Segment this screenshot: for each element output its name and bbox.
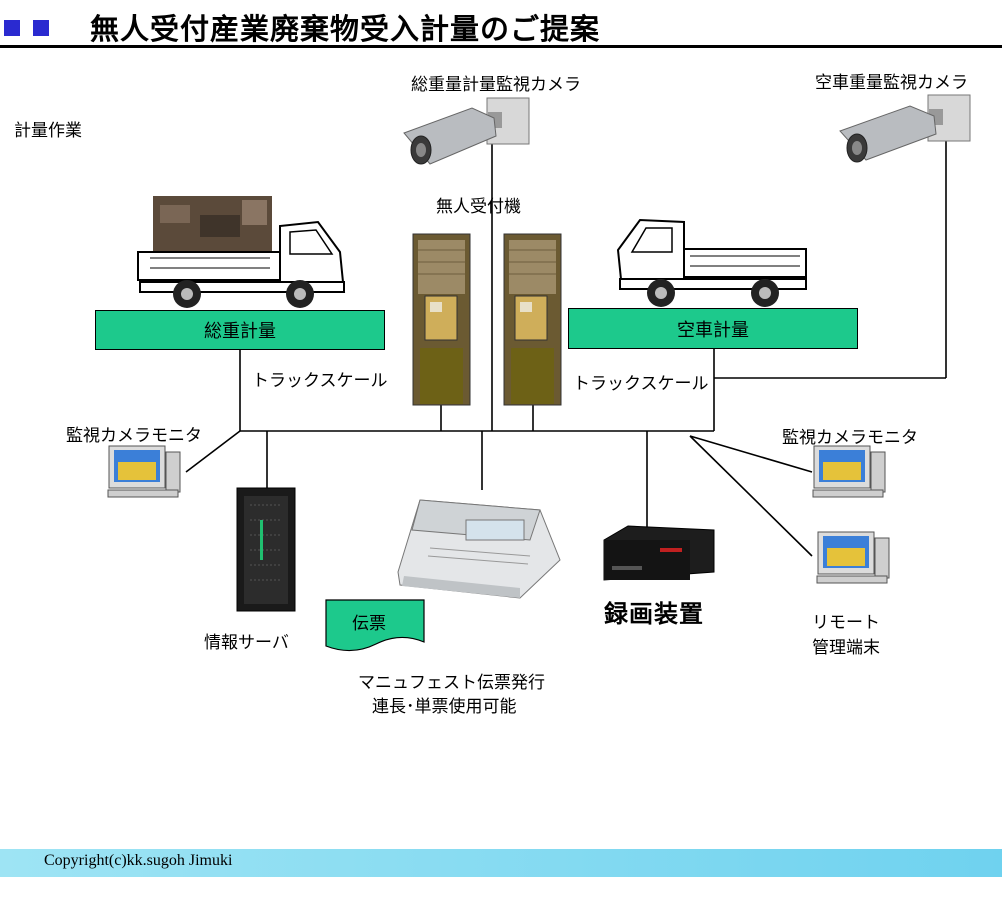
monitor-icon (812, 445, 886, 498)
title-square-icon (33, 20, 49, 36)
loaded-truck-icon (137, 196, 346, 308)
footer-band (0, 849, 1002, 877)
camera-label-empty: 空車重量監視カメラ (815, 73, 968, 93)
title-divider (0, 45, 1002, 48)
printer-icon (397, 499, 561, 599)
kiosk-icon (503, 233, 562, 406)
truck-scale-label-right: トラックスケール (573, 374, 709, 394)
monitor-label-right: 監視カメラモニタ (782, 428, 918, 448)
security-camera-icon (403, 97, 530, 165)
copyright-text: Copyright(c)kk.sugoh Jimuki (44, 852, 233, 869)
printer-caption-line1: マニュフェスト伝票発行 (358, 673, 545, 693)
recorder-icon (603, 525, 715, 581)
slip-label: 伝票 (352, 614, 386, 634)
remote-terminal-label-line2: 管理端末 (812, 638, 880, 658)
empty-truck-icon (616, 218, 807, 307)
kiosk-icon (412, 233, 471, 406)
remote-terminal-icon (816, 531, 890, 584)
server-icon (236, 487, 296, 612)
remote-terminal-label-line1: リモート (812, 613, 880, 633)
work-label: 計量作業 (14, 121, 82, 141)
network-lines (185, 141, 947, 557)
recorder-label: 録画装置 (604, 600, 704, 628)
printer-caption-line2: 連長･単票使用可能 (372, 697, 517, 717)
slip-icon (325, 599, 425, 652)
security-camera-icon (839, 94, 971, 163)
empty-weighing-scale: 空車計量 (568, 308, 858, 349)
page-title: 無人受付産業廃棄物受入計量のご提案 (90, 12, 601, 46)
truck-scale-label-left: トラックスケール (252, 371, 388, 391)
monitor-icon (107, 445, 181, 498)
monitor-label-left: 監視カメラモニタ (66, 426, 202, 446)
camera-label-gross: 総重量計量監視カメラ (411, 75, 581, 95)
kiosk-label: 無人受付機 (436, 197, 521, 217)
gross-weighing-scale: 総重計量 (95, 310, 385, 350)
server-label: 情報サーバ (204, 633, 289, 653)
title-square-icon (4, 20, 20, 36)
